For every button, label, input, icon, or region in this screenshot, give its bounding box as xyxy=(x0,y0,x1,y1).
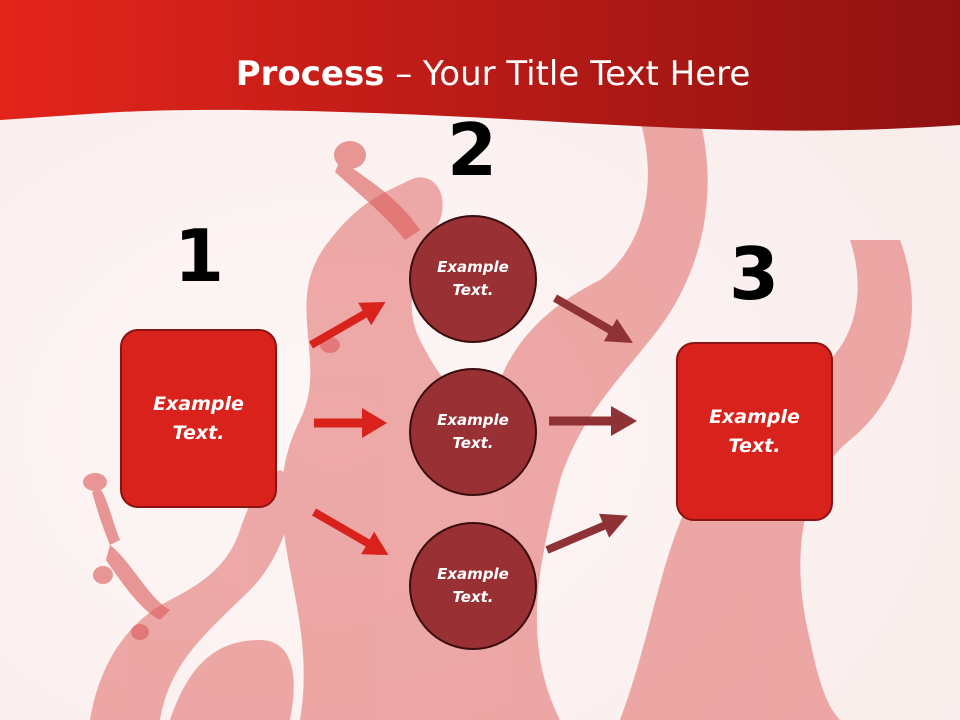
arrow-left-down xyxy=(312,508,389,555)
circle-3-line1: Example xyxy=(437,565,509,583)
arrow-right-down xyxy=(545,513,629,554)
left-box-label-line2: Text. xyxy=(172,421,225,444)
circle-3-line2: Text. xyxy=(452,588,494,606)
step-number-2: 2 xyxy=(446,108,498,192)
step-number-3: 3 xyxy=(728,232,780,316)
circle-1-line2: Text. xyxy=(452,281,494,299)
circle-1-line1: Example xyxy=(437,258,509,276)
circle-3-label: Example Text. xyxy=(423,563,523,609)
right-box: Example Text. xyxy=(676,342,833,521)
arrow-left-mid xyxy=(314,408,387,438)
arrow-right-up xyxy=(553,294,633,343)
right-box-label-line2: Text. xyxy=(728,434,781,457)
left-box-label: Example Text. xyxy=(139,390,259,448)
circle-1: Example Text. xyxy=(409,215,537,343)
circle-3: Example Text. xyxy=(409,522,537,650)
slide-title: Process – Your Title Text Here xyxy=(0,52,960,96)
right-box-label-line1: Example xyxy=(709,405,800,428)
title-bold: Process xyxy=(235,54,385,94)
circle-2-line2: Text. xyxy=(452,434,494,452)
step-number-1: 1 xyxy=(173,214,225,298)
header-band xyxy=(0,0,960,131)
arrow-left-up xyxy=(309,302,386,349)
left-box: Example Text. xyxy=(120,329,277,508)
circle-2-label: Example Text. xyxy=(423,409,523,455)
title-rest: – Your Title Text Here xyxy=(384,54,751,94)
left-box-label-line1: Example xyxy=(153,392,244,415)
circle-2: Example Text. xyxy=(409,368,537,496)
arrow-right-mid xyxy=(549,406,637,436)
circle-2-line1: Example xyxy=(437,411,509,429)
circle-1-label: Example Text. xyxy=(423,256,523,302)
right-box-label: Example Text. xyxy=(695,403,815,461)
